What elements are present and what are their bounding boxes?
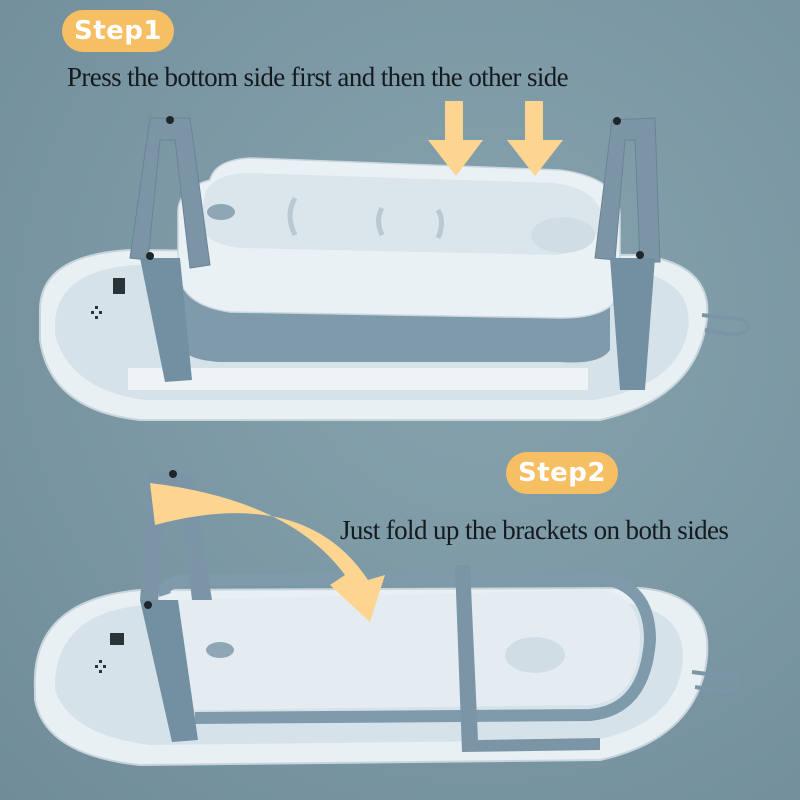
folded-bathtub-tray bbox=[33, 586, 709, 767]
fold-arrow-icon bbox=[150, 483, 385, 622]
step2-badge: Step2 bbox=[506, 452, 618, 494]
step2-caption: Just fold up the brackets on both sides bbox=[340, 515, 729, 545]
left-bracket-upright bbox=[140, 470, 212, 742]
headrest-pad bbox=[531, 217, 595, 253]
hanging-hook bbox=[701, 313, 751, 337]
bathtub-top bbox=[177, 157, 621, 319]
left-bracket bbox=[129, 116, 211, 382]
right-bracket-folded bbox=[455, 565, 600, 752]
step1-badge: Step1 bbox=[62, 10, 174, 52]
press-down-arrow-2 bbox=[507, 101, 563, 176]
drain-slot bbox=[110, 633, 124, 645]
right-bracket bbox=[594, 117, 661, 390]
drain-slot bbox=[113, 278, 125, 294]
press-down-arrow-1 bbox=[428, 101, 483, 176]
step1-badge-label: Step1 bbox=[74, 16, 162, 46]
speaker-holes-icon bbox=[91, 306, 102, 319]
speaker-holes-icon bbox=[95, 660, 106, 673]
silicone-rim bbox=[158, 571, 657, 724]
step2-badge-label: Step2 bbox=[518, 458, 606, 488]
flattened-tub-floor bbox=[170, 590, 640, 710]
step1-illustration bbox=[39, 101, 751, 421]
step1-caption: Press the bottom side first and then the… bbox=[67, 62, 569, 92]
hanging-hook bbox=[691, 670, 741, 694]
drain-plug bbox=[207, 204, 235, 220]
